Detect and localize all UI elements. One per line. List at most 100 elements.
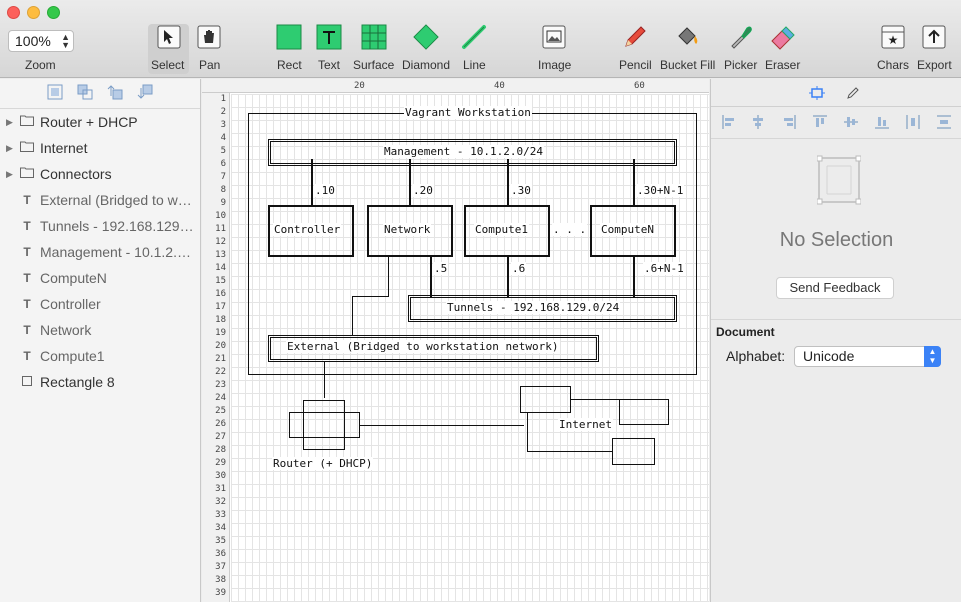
computen-box[interactable] xyxy=(590,205,676,257)
zoom-window-button[interactable] xyxy=(47,6,60,19)
chars-tool[interactable]: ★ xyxy=(880,24,906,54)
ruler-row-number: 7 xyxy=(220,172,226,182)
ruler-row-number: 8 xyxy=(220,185,226,195)
ruler-row-number: 2 xyxy=(220,107,226,117)
tunnels-box[interactable] xyxy=(408,295,677,322)
diamond-tool[interactable] xyxy=(412,24,440,54)
internet-label: Internet xyxy=(558,418,613,431)
ruler-row-number: 36 xyxy=(215,549,226,559)
ruler-row-number: 24 xyxy=(215,393,226,403)
select-tool[interactable] xyxy=(148,24,189,74)
controller-box[interactable] xyxy=(268,205,354,257)
line-icon xyxy=(461,24,487,50)
layer-item[interactable]: Rectangle 8 xyxy=(0,369,200,395)
ungroup-layers-icon[interactable] xyxy=(77,84,93,100)
ruler-row-number: 31 xyxy=(215,484,226,494)
inspector-tabs xyxy=(711,79,961,107)
text-layer-icon: T xyxy=(23,297,31,311)
management-box[interactable] xyxy=(268,139,677,166)
layer-item[interactable]: ▶ Internet xyxy=(0,135,200,161)
export-tool[interactable] xyxy=(921,24,947,54)
connector-line xyxy=(324,362,325,398)
align-right-icon[interactable] xyxy=(782,115,796,129)
alphabet-value: Unicode xyxy=(803,348,855,364)
picker-tool[interactable] xyxy=(728,24,754,54)
align-center-icon[interactable] xyxy=(751,115,765,129)
disclosure-triangle-icon[interactable]: ▶ xyxy=(6,117,13,127)
ruler-row-number: 34 xyxy=(215,523,226,533)
alphabet-select[interactable]: Unicode ▲▼ xyxy=(794,346,941,367)
minimize-window-button[interactable] xyxy=(27,6,40,19)
layer-label: Internet xyxy=(40,140,88,156)
ruler-row-number: 19 xyxy=(215,328,226,338)
align-middle-icon[interactable] xyxy=(844,115,858,129)
send-feedback-button[interactable]: Send Feedback xyxy=(776,277,894,299)
rect-tool-label: Rect xyxy=(277,58,302,72)
external-box[interactable] xyxy=(268,335,599,362)
send-backward-icon[interactable] xyxy=(137,84,153,100)
close-window-button[interactable] xyxy=(7,6,20,19)
distribute-horizontal-icon[interactable] xyxy=(906,115,920,129)
ruler-row-number: 4 xyxy=(220,133,226,143)
connector-line xyxy=(360,425,524,426)
internet-cloud-part[interactable] xyxy=(520,386,571,413)
surface-icon xyxy=(361,24,387,50)
bucket-fill-tool[interactable] xyxy=(674,24,700,54)
eraser-tool[interactable] xyxy=(769,24,795,54)
connector-line xyxy=(388,257,389,297)
text-layer-icon: T xyxy=(23,323,31,337)
align-bottom-icon[interactable] xyxy=(875,115,889,129)
surface-tool[interactable] xyxy=(361,24,387,54)
ruler-row-number: 28 xyxy=(215,445,226,455)
image-tool[interactable] xyxy=(541,24,567,54)
align-left-icon[interactable] xyxy=(722,115,736,129)
router-box[interactable] xyxy=(303,400,345,450)
network-box[interactable] xyxy=(367,205,453,257)
image-tool-label: Image xyxy=(538,58,572,72)
group-layers-icon[interactable] xyxy=(47,84,63,100)
ruler-row-number: 11 xyxy=(215,224,226,234)
style-tab-icon[interactable] xyxy=(845,85,861,106)
pencil-tool[interactable] xyxy=(622,24,648,54)
layer-item[interactable]: ▶ Router + DHCP xyxy=(0,109,200,135)
distribute-vertical-icon[interactable] xyxy=(937,115,951,129)
align-top-icon[interactable] xyxy=(813,115,827,129)
internet-cloud-part[interactable] xyxy=(612,438,655,465)
divider xyxy=(711,319,961,320)
network-label: Network xyxy=(383,223,432,236)
zoom-stepper[interactable]: ▲▼ xyxy=(61,32,70,50)
ruler-mark: 20 xyxy=(354,81,365,91)
properties-tab-icon[interactable] xyxy=(809,85,825,106)
bring-forward-icon[interactable] xyxy=(107,84,123,100)
compute1-box[interactable] xyxy=(464,205,550,257)
line-tool-label: Line xyxy=(463,58,486,72)
text-tool[interactable] xyxy=(316,24,342,54)
layer-label: Router + DHCP xyxy=(40,114,138,130)
disclosure-triangle-icon[interactable]: ▶ xyxy=(6,143,13,153)
layer-label: Compute1 xyxy=(40,348,105,364)
tun-ip-computen: .6+N-1 xyxy=(643,262,685,275)
zoom-field[interactable]: 100% ▲▼ xyxy=(8,30,74,52)
ruler-row-number: 26 xyxy=(215,419,226,429)
connector-line xyxy=(409,159,411,205)
pan-tool[interactable] xyxy=(196,24,222,54)
disclosure-triangle-icon[interactable]: ▶ xyxy=(6,169,13,179)
ip-compute1: .30 xyxy=(510,184,532,197)
select-cursor-icon xyxy=(156,24,182,50)
surface-tool-label: Surface xyxy=(353,58,395,72)
layer-item[interactable]: ▶Connectors xyxy=(0,161,200,187)
rect-tool[interactable] xyxy=(276,24,302,54)
pan-tool-label: Pan xyxy=(199,58,221,72)
diamond-icon xyxy=(413,24,439,50)
line-tool[interactable] xyxy=(461,24,487,54)
internet-cloud-part[interactable] xyxy=(619,399,669,425)
